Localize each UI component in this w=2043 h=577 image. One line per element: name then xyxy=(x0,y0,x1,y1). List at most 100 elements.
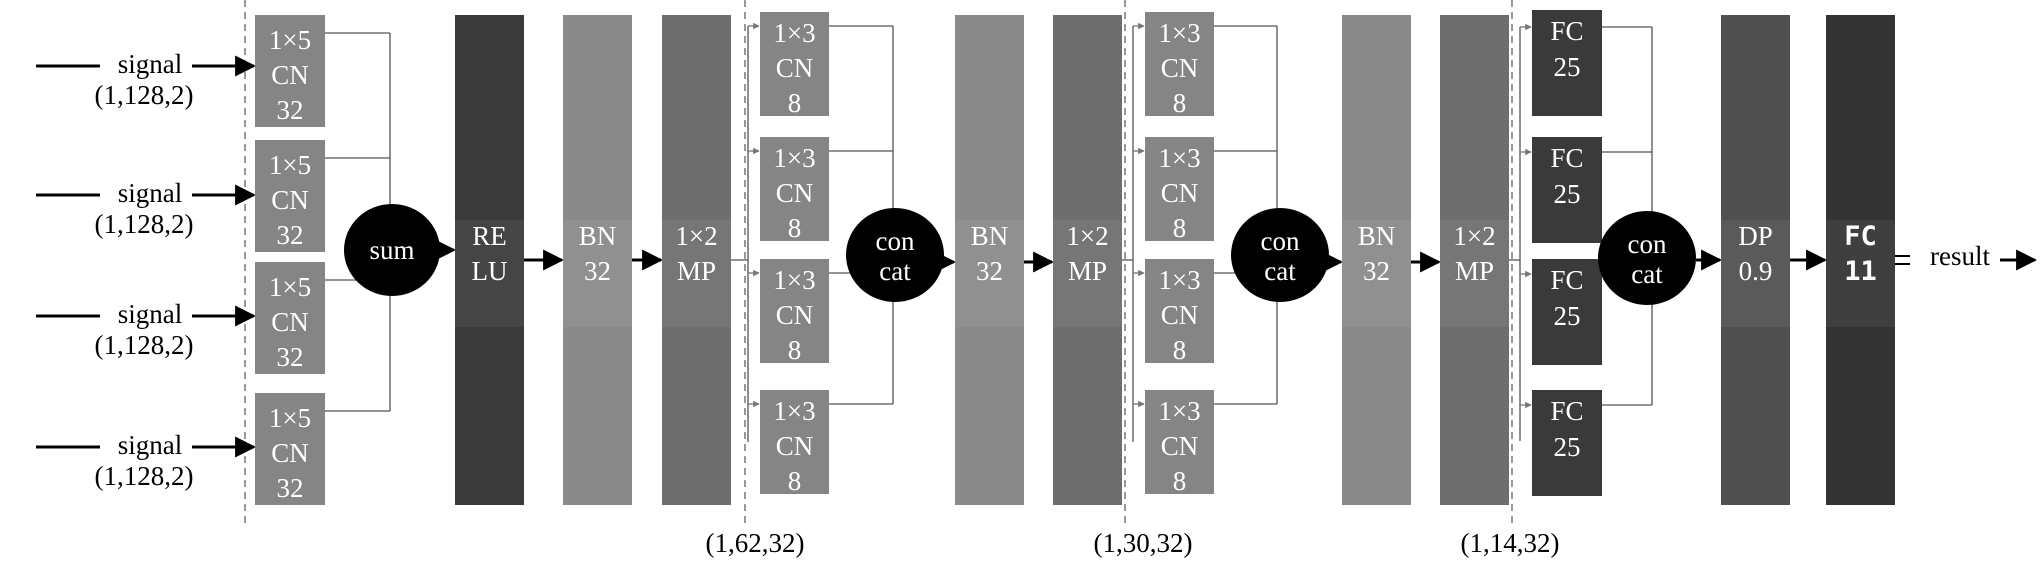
maxpool-block xyxy=(1440,15,1509,505)
fc-block-label: 25 xyxy=(1554,301,1581,331)
conv-block-label: 1×3 xyxy=(773,396,815,426)
input-signal-label: signal xyxy=(118,430,183,460)
relu-block-band xyxy=(455,220,524,327)
conv-block xyxy=(255,140,325,252)
fc-block-label: FC xyxy=(1550,143,1583,173)
concat-node-label: con xyxy=(1628,229,1667,259)
conv-block-label: 8 xyxy=(1173,88,1187,118)
conv-block xyxy=(1145,12,1214,116)
concat-node-label: cat xyxy=(1264,256,1296,286)
conv-block xyxy=(255,15,325,127)
conv-block-label: 1×5 xyxy=(269,272,311,302)
conv-block-label: 8 xyxy=(1173,335,1187,365)
fc-block-label: 25 xyxy=(1554,432,1581,462)
input-shape-label: (1,128,2) xyxy=(95,461,194,491)
final-fc-block-band xyxy=(1826,220,1895,327)
fc-block xyxy=(1532,259,1602,365)
conv-block-label: CN xyxy=(271,185,309,215)
input-shape-label: (1,128,2) xyxy=(95,80,194,110)
concat-node-label: cat xyxy=(879,256,911,286)
dropout-block-label: DP xyxy=(1738,221,1773,251)
concat-node-label: con xyxy=(876,226,915,256)
final-fc-block xyxy=(1826,15,1895,505)
shape-label: (1,62,32) xyxy=(706,528,805,558)
maxpool-block xyxy=(1053,15,1122,505)
bn-block xyxy=(955,15,1024,505)
fc-block xyxy=(1532,390,1602,496)
block-layer xyxy=(255,10,1895,505)
conv-block-label: CN xyxy=(1161,300,1199,330)
conv-block-label: CN xyxy=(776,178,814,208)
conv-block-label: 1×3 xyxy=(773,265,815,295)
label-layer: signal(1,128,2)signal(1,128,2)signal(1,1… xyxy=(95,16,1991,558)
relu-block xyxy=(455,15,524,505)
conv-block-label: CN xyxy=(1161,53,1199,83)
bn-block-label: 32 xyxy=(1363,256,1390,286)
concat-node xyxy=(1231,208,1329,302)
conv-block-label: 1×5 xyxy=(269,150,311,180)
maxpool-block-band xyxy=(1053,220,1122,327)
relu-block-label: RE xyxy=(472,221,507,251)
input-shape-label: (1,128,2) xyxy=(95,330,194,360)
sum-node xyxy=(344,204,440,296)
conv-block-label: 1×5 xyxy=(269,25,311,55)
conv-block xyxy=(1145,137,1214,241)
bn-block-label: 32 xyxy=(976,256,1003,286)
conv-block-label: 32 xyxy=(277,95,304,125)
final-fc-block-label: FC xyxy=(1844,221,1877,252)
maxpool-block-band xyxy=(1440,220,1509,327)
dropout-block xyxy=(1721,15,1790,505)
conv-block-label: 8 xyxy=(788,213,802,243)
conv-block-label: 1×3 xyxy=(1158,265,1200,295)
fc-block-label: 25 xyxy=(1554,52,1581,82)
fc-block-label: 25 xyxy=(1554,179,1581,209)
maxpool-block-label: MP xyxy=(1068,256,1107,286)
relu-block-label: LU xyxy=(472,256,508,286)
conv-block-label: 1×3 xyxy=(773,143,815,173)
input-signal-label: signal xyxy=(118,49,183,79)
bn-block-label: 32 xyxy=(584,256,611,286)
conv-block xyxy=(760,259,829,363)
conv-block-label: CN xyxy=(776,300,814,330)
conv-block-label: CN xyxy=(776,53,814,83)
sum-node-label: sum xyxy=(369,235,414,265)
conv-block-label: 8 xyxy=(1173,466,1187,496)
maxpool-block-label: MP xyxy=(677,256,716,286)
bn-block-band xyxy=(955,220,1024,327)
maxpool-block-label: 1×2 xyxy=(1066,221,1108,251)
conv-block-label: CN xyxy=(271,438,309,468)
fc-block xyxy=(1532,10,1602,116)
bn-block-label: BN xyxy=(971,221,1009,251)
input-signal-label: signal xyxy=(118,178,183,208)
fc-block-label: FC xyxy=(1550,16,1583,46)
concat-node-label: con xyxy=(1261,226,1300,256)
maxpool-block-label: MP xyxy=(1455,256,1494,286)
conv-block xyxy=(1145,259,1214,363)
maxpool-block-label: 1×2 xyxy=(675,221,717,251)
conv-block xyxy=(760,390,829,494)
dropout-block-label: 0.9 xyxy=(1739,256,1773,286)
conv-block xyxy=(760,137,829,241)
bn-block xyxy=(563,15,632,505)
fc-block-label: FC xyxy=(1550,265,1583,295)
final-fc-block-label: 11 xyxy=(1844,256,1877,287)
bn-block-label: BN xyxy=(579,221,617,251)
conv-block-label: 1×3 xyxy=(773,18,815,48)
conv-block-label: 8 xyxy=(788,335,802,365)
bn-block xyxy=(1342,15,1411,505)
input-signal-label: signal xyxy=(118,299,183,329)
bn-block-label: BN xyxy=(1358,221,1396,251)
maxpool-block-band xyxy=(662,220,731,327)
conv-block-label: CN xyxy=(271,307,309,337)
maxpool-block-label: 1×2 xyxy=(1453,221,1495,251)
conv-block-label: CN xyxy=(776,431,814,461)
conv-block xyxy=(760,12,829,116)
conv-block-label: 8 xyxy=(1173,213,1187,243)
conv-block-label: 1×3 xyxy=(1158,18,1200,48)
conv-block-label: 32 xyxy=(277,220,304,250)
bn-block-band xyxy=(1342,220,1411,327)
concat-node-label: cat xyxy=(1631,259,1663,289)
conv-block-label: CN xyxy=(271,60,309,90)
conv-block-label: 32 xyxy=(277,473,304,503)
